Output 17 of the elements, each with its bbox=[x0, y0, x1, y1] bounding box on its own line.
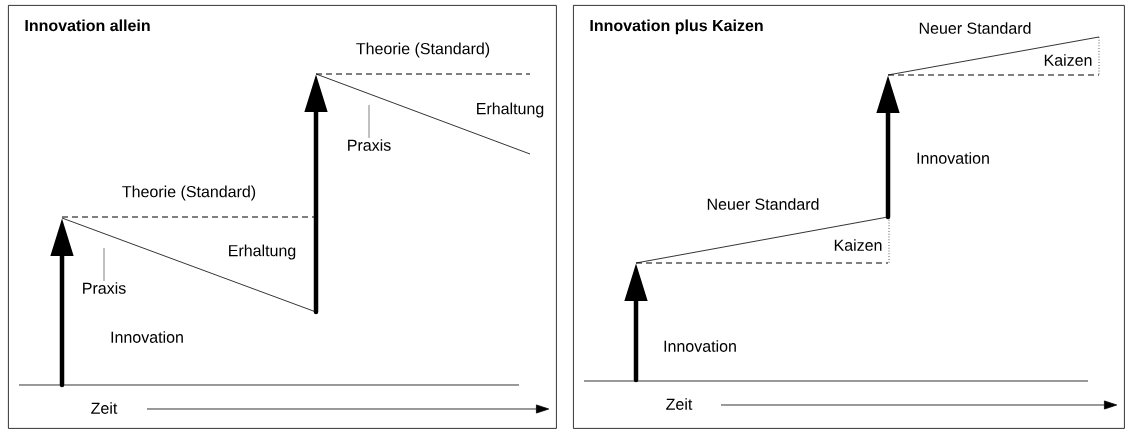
chart-label: Neuer Standard bbox=[707, 198, 819, 210]
chart-label: Erhaltung bbox=[477, 102, 544, 118]
chart-label: Zeit bbox=[666, 398, 693, 410]
chart-label: Innovation bbox=[111, 331, 183, 343]
chart-label: Kaizen bbox=[834, 239, 882, 251]
chart-label: Innovation bbox=[664, 340, 736, 352]
chart-label: Neuer Standard bbox=[919, 22, 1031, 34]
callout-label: Praxis bbox=[83, 282, 126, 294]
leader-line bbox=[368, 104, 370, 139]
chart-label: Innovation bbox=[917, 152, 989, 164]
chart-label: Theorie (Standard) bbox=[356, 42, 490, 58]
chart-label: Zeit bbox=[91, 402, 118, 414]
chart-label: Theorie (Standard) bbox=[122, 185, 256, 201]
chart-label: Erhaltung bbox=[229, 244, 296, 260]
callout-label: Praxis bbox=[348, 139, 391, 151]
leader-line bbox=[103, 247, 105, 282]
chart-label: Kaizen bbox=[1044, 54, 1092, 66]
